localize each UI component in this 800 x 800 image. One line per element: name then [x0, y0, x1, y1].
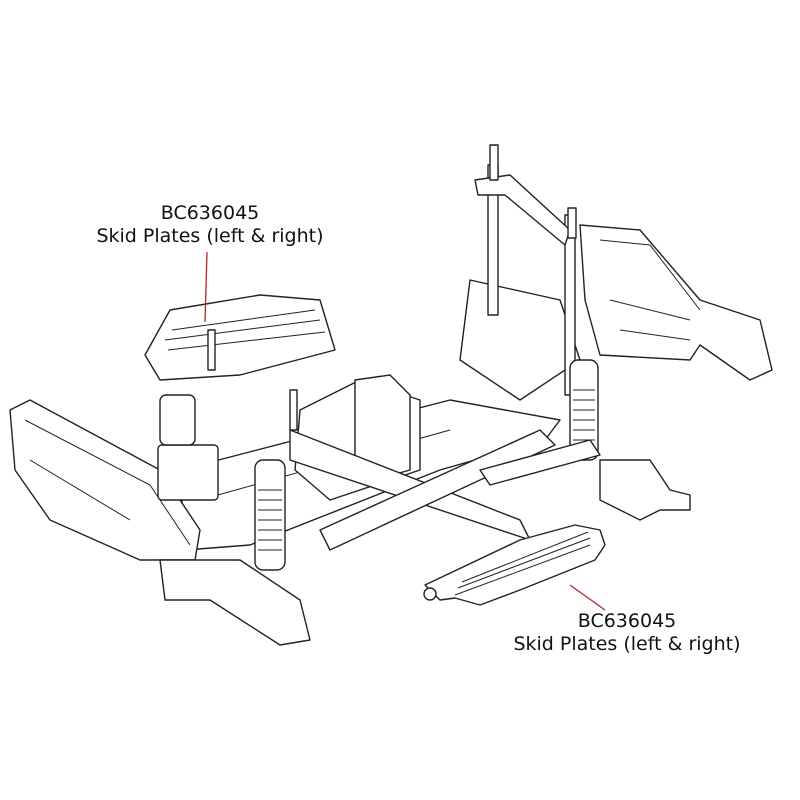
part-number: BC636045: [160, 202, 260, 224]
leader-line-top: [204, 251, 208, 323]
frame-rails: [179, 374, 561, 551]
front-skid-plate: [144, 294, 336, 381]
callout-skid-plates-bottom: BC636045 Skid Plates (left & right): [496, 610, 758, 656]
part-description: Skid Plates (left & right): [96, 225, 324, 247]
loose-skid-plate: [423, 524, 606, 606]
callout-skid-plates-top: BC636045 Skid Plates (left & right): [80, 202, 340, 248]
front-suspension: [157, 329, 311, 646]
part-description: Skid Plates (left & right): [513, 633, 741, 655]
leader-line-bottom: [569, 584, 606, 611]
part-number: BC636045: [577, 610, 677, 632]
rear-suspension: [479, 359, 691, 521]
rear-chassis-section: [459, 144, 773, 401]
